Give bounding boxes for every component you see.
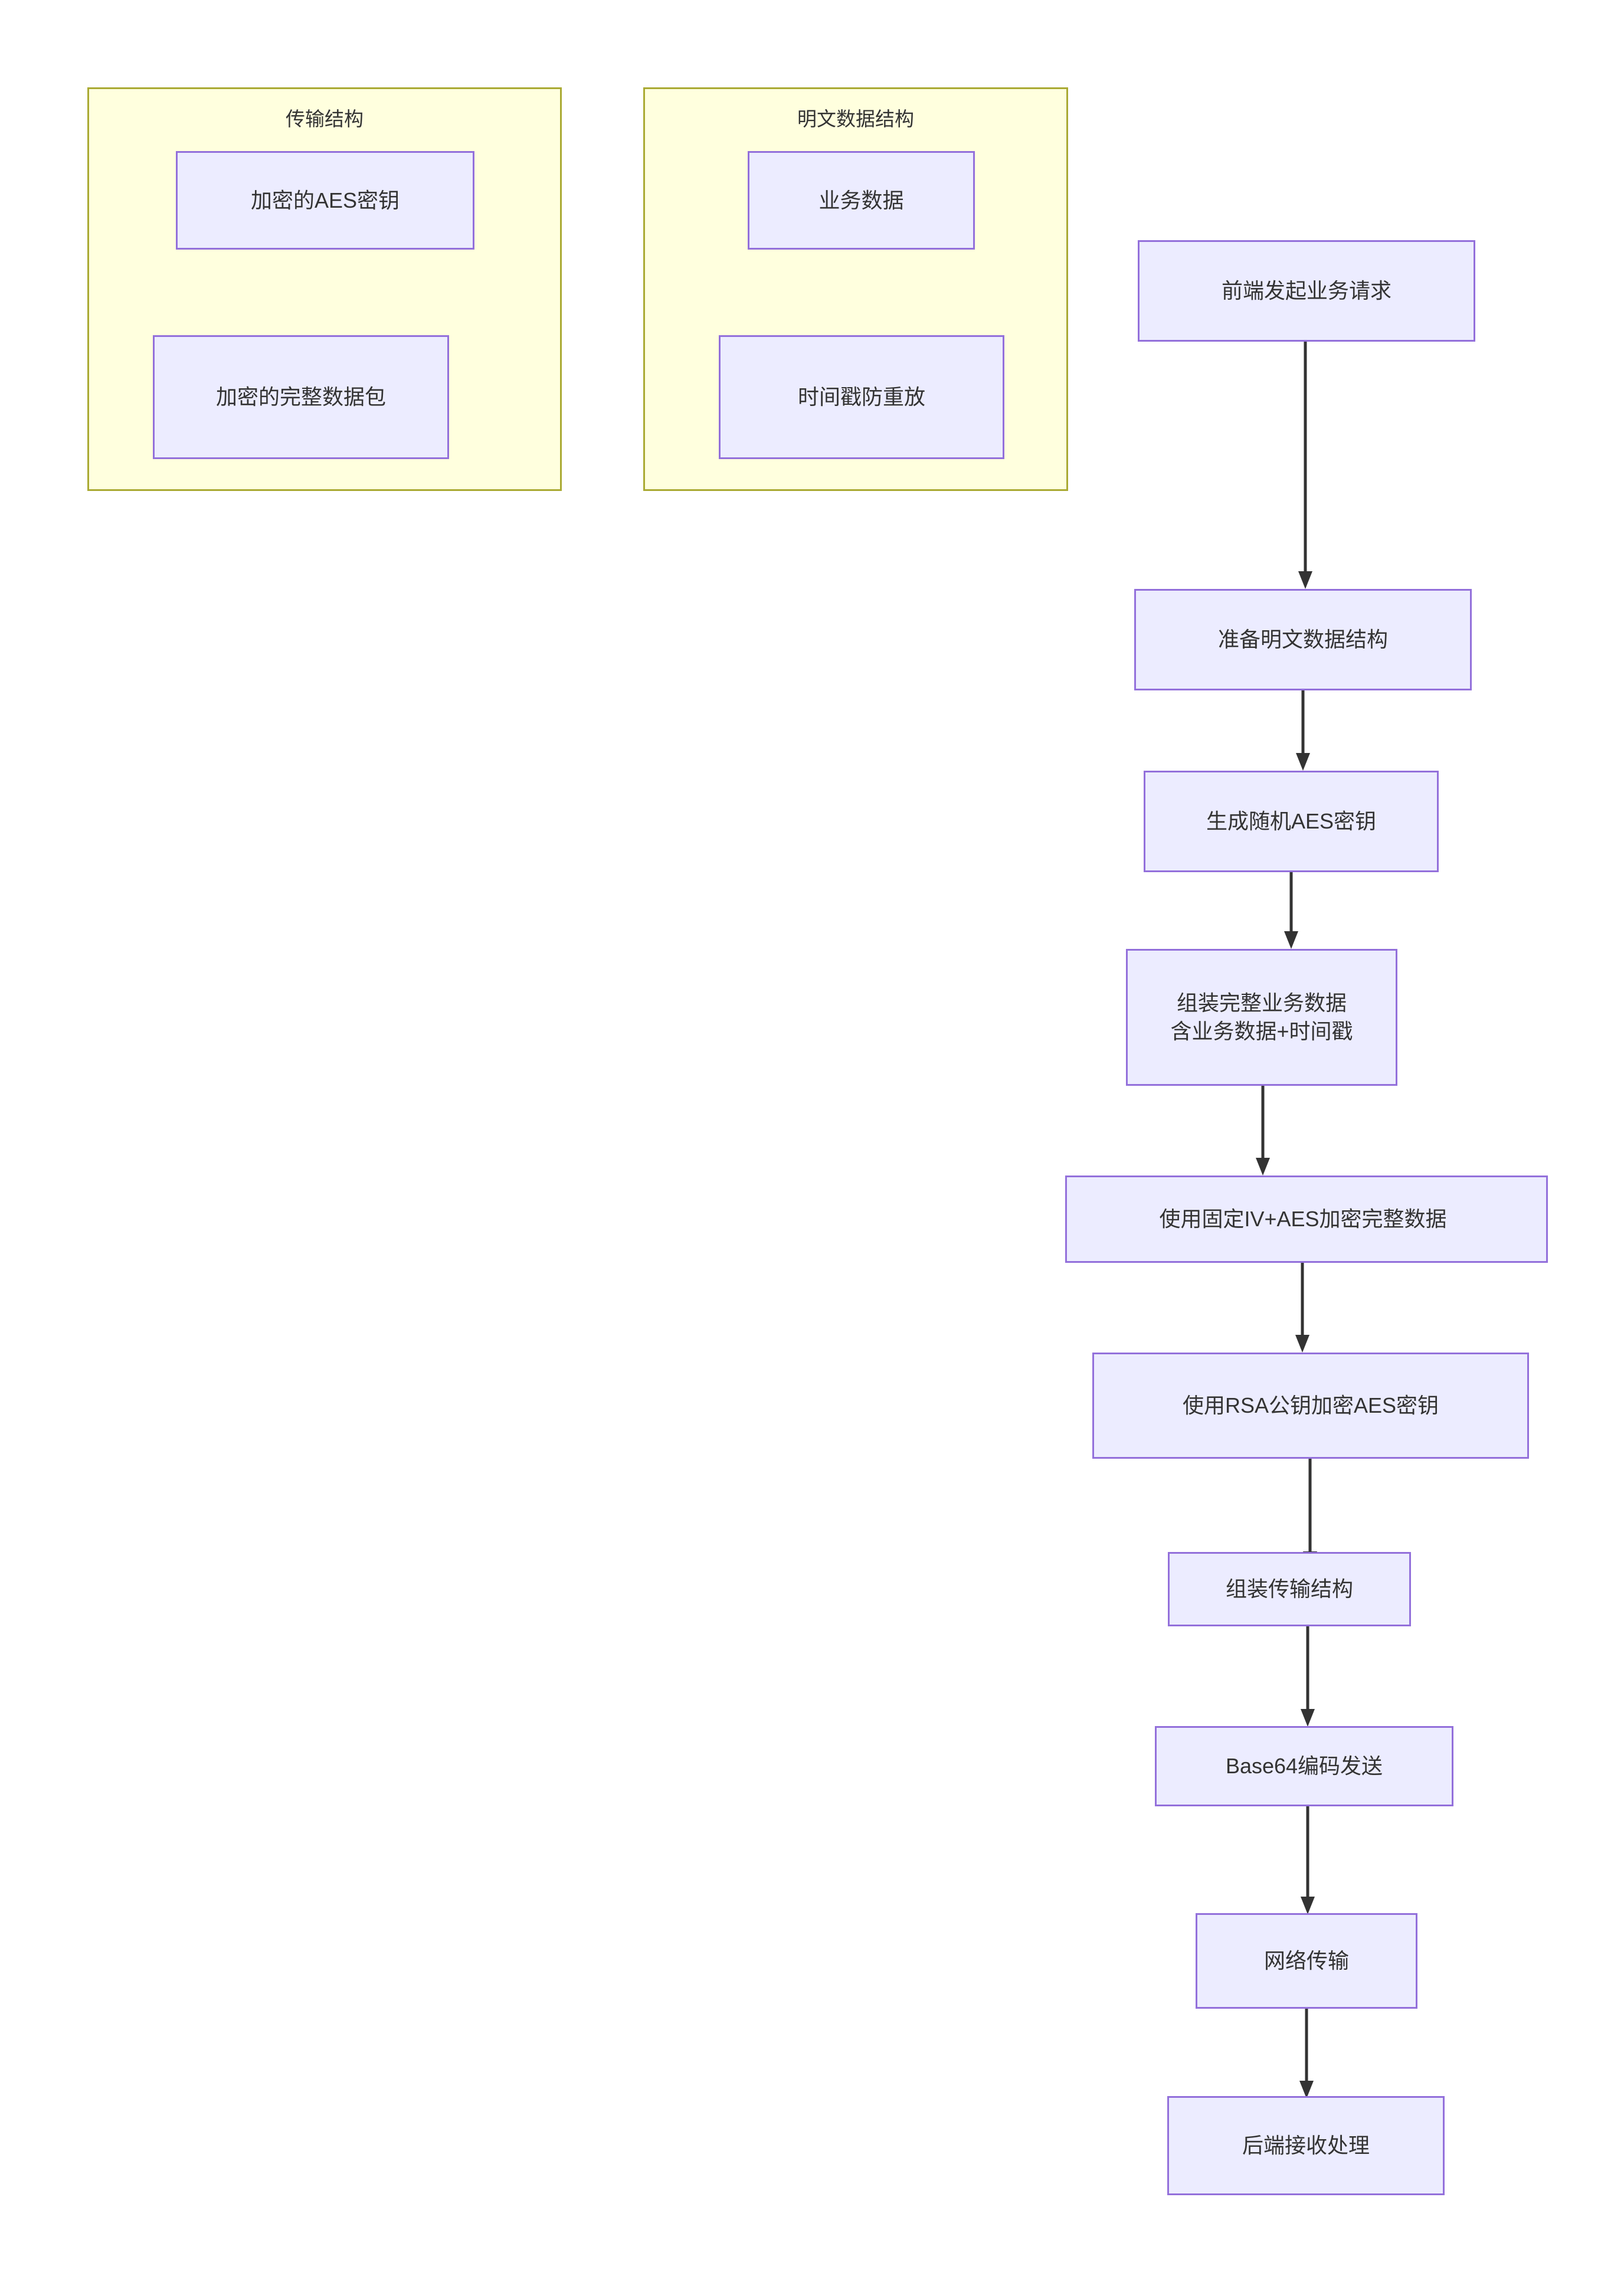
node-business-data[interactable]: 业务数据 [748,151,975,250]
node-label-assemble-transmission: 组装传输结构 [1225,1577,1353,1602]
subgraph-transmission-structure: 传输结构 加密的AES密钥 加密的完整数据包 [87,87,562,491]
node-assemble-business-data[interactable]: 组装完整业务数据 含业务数据+时间戳 [1126,949,1397,1086]
edge-network-transfer-to-backend-receive [1295,2009,1318,2098]
node-label-encrypted-aes-key: 加密的AES密钥 [250,188,400,212]
node-prepare-plaintext[interactable]: 准备明文数据结构 [1134,589,1472,690]
node-label-aes-encrypt-full: 使用固定IV+AES加密完整数据 [1159,1207,1447,1232]
node-label-line-1: 组装完整业务数据 [1176,991,1347,1016]
edge-assemble-transmission-to-base64-send [1296,1626,1320,1727]
node-label-frontend-request: 前端发起业务请求 [1221,279,1391,303]
node-label-assemble-business-data: 组装完整业务数据 含业务数据+时间戳 [1170,989,1353,1045]
edge-frontend-request-to-prepare-plaintext [1294,342,1317,589]
node-rsa-encrypt-key[interactable]: 使用RSA公钥加密AES密钥 [1092,1353,1529,1459]
node-frontend-request[interactable]: 前端发起业务请求 [1138,240,1475,342]
node-generate-aes-key[interactable]: 生成随机AES密钥 [1144,771,1439,872]
node-label-base64-send: Base64编码发送 [1225,1754,1383,1779]
node-label-timestamp-anti-replay: 时间戳防重放 [797,385,925,410]
node-aes-encrypt-full[interactable]: 使用固定IV+AES加密完整数据 [1065,1175,1548,1263]
node-label-rsa-encrypt-key: 使用RSA公钥加密AES密钥 [1182,1393,1439,1418]
edge-assemble-business-data-to-aes-encrypt-full [1251,1086,1275,1175]
node-label-network-transfer: 网络传输 [1263,1949,1349,1973]
edge-base64-send-to-network-transfer [1296,1806,1320,1914]
node-label-prepare-plaintext: 准备明文数据结构 [1217,627,1388,652]
subgraph-plaintext-data-structure: 明文数据结构 业务数据 时间戳防重放 [643,87,1068,491]
node-network-transfer[interactable]: 网络传输 [1196,1913,1417,2009]
node-label-generate-aes-key: 生成随机AES密钥 [1206,809,1377,834]
node-label-line-2: 含业务数据+时间戳 [1170,1019,1353,1043]
subgraph-title-plaintext-data-structure: 明文数据结构 [797,108,914,130]
node-encrypted-full-packet[interactable]: 加密的完整数据包 [153,335,449,459]
node-label-encrypted-full-packet: 加密的完整数据包 [215,385,386,410]
node-encrypted-aes-key[interactable]: 加密的AES密钥 [176,151,474,250]
edge-prepare-plaintext-to-generate-aes-key [1291,690,1315,771]
node-label-business-data: 业务数据 [818,188,904,212]
node-base64-send[interactable]: Base64编码发送 [1155,1726,1453,1806]
edge-aes-encrypt-full-to-rsa-encrypt-key [1291,1263,1314,1353]
node-assemble-transmission[interactable]: 组装传输结构 [1168,1552,1411,1626]
node-timestamp-anti-replay[interactable]: 时间戳防重放 [719,335,1004,459]
edge-generate-aes-key-to-assemble-business-data [1279,872,1303,949]
node-backend-receive[interactable]: 后端接收处理 [1167,2096,1445,2195]
subgraph-title-transmission-structure: 传输结构 [286,108,364,130]
node-label-backend-receive: 后端接收处理 [1242,2133,1370,2158]
